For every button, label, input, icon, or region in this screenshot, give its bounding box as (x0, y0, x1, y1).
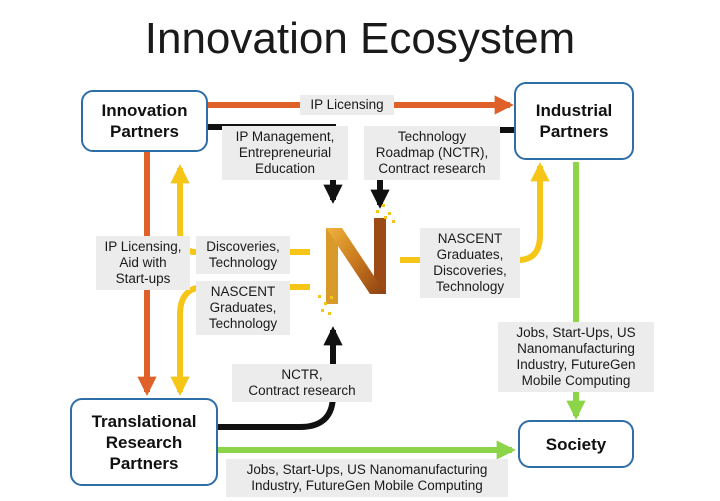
diagram-title: Innovation Ecosystem (144, 14, 576, 63)
translational-partners-box: Translational Research Partners (70, 398, 218, 486)
ip-licensing-left-label: IP Licensing, Aid with Start-ups (96, 236, 190, 290)
society-box: Society (518, 420, 634, 468)
ip-licensing-top-label: IP Licensing (300, 95, 394, 115)
box-label-line: Partners (109, 453, 179, 473)
discoveries-left-label: Discoveries, Technology (196, 236, 290, 274)
box-label-line: Innovation (101, 101, 188, 120)
box-label-line: Research (105, 432, 183, 452)
industrial-partners-box: Industrial Partners (514, 82, 634, 160)
tech-roadmap-label: Technology Roadmap (NCTR), Contract rese… (364, 126, 500, 180)
jobs-bottom-label: Jobs, Start-Ups, US Nanomanufacturing In… (226, 459, 508, 497)
box-label-line: Translational (91, 411, 197, 431)
box-label-line: Society (545, 434, 607, 454)
jobs-right-label: Jobs, Start-Ups, US Nanomanufacturing In… (498, 322, 654, 392)
graduates-right-label: NASCENT Graduates, Discoveries, Technolo… (420, 228, 520, 298)
graduates-left-label: NASCENT Graduates, Technology (196, 281, 290, 335)
box-label-line: Partners (539, 122, 609, 141)
nctr-label: NCTR, Contract research (232, 364, 372, 402)
nascent-logo-icon (318, 204, 395, 315)
box-label-line: Partners (110, 122, 179, 141)
ip-management-label: IP Management, Entrepreneurial Education (222, 126, 348, 180)
innovation-partners-box: Innovation Partners (81, 90, 208, 152)
box-label-line: Industrial (535, 101, 613, 120)
